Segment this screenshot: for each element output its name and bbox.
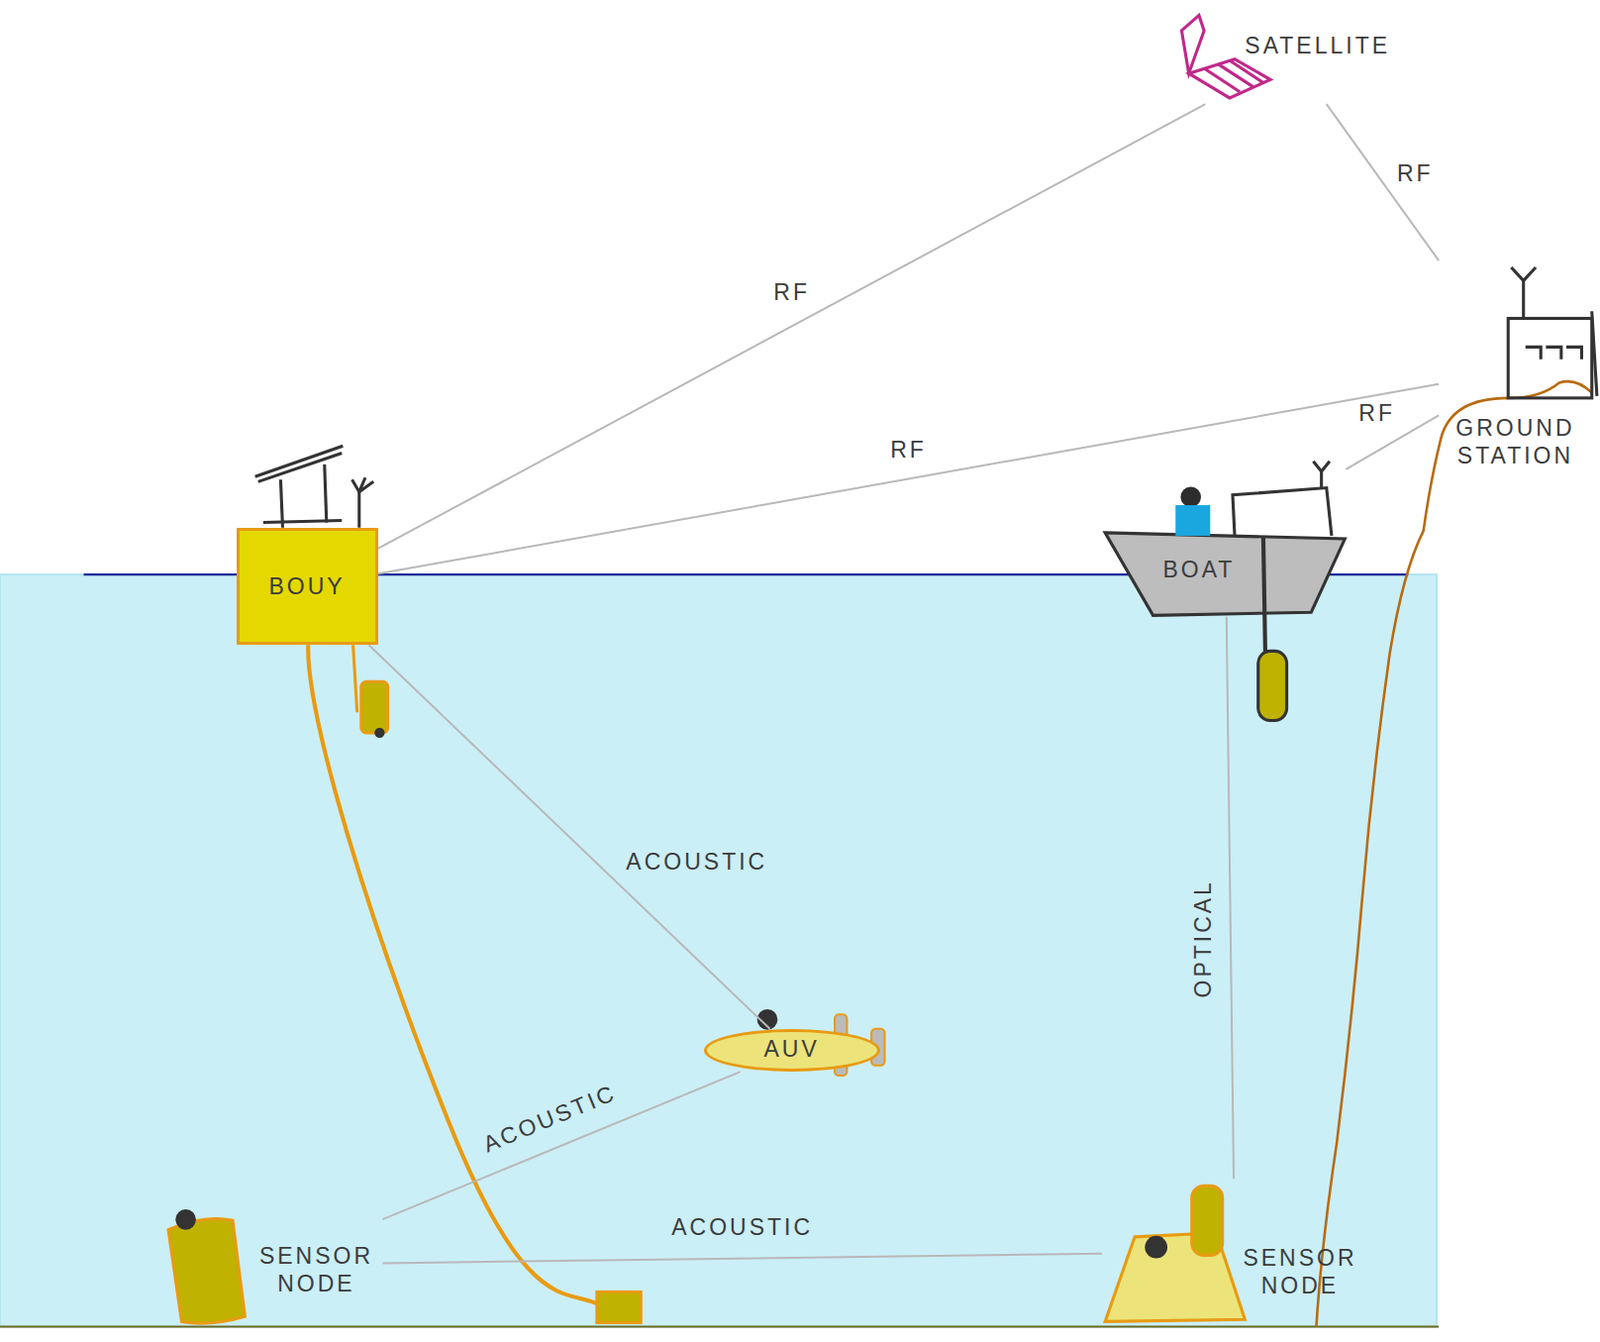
buoy-structure-part [263, 520, 342, 523]
buoy-mooring-part [307, 644, 602, 1306]
buoy-mooring-part [374, 727, 385, 738]
node-label: BOUY [239, 573, 375, 601]
ground-station-building-part [1592, 310, 1598, 397]
auv-ellipse: AUV [703, 1028, 881, 1072]
buoy-mooring-part [353, 644, 358, 712]
boat-illustration-part [1175, 504, 1210, 536]
water [0, 574, 1439, 1326]
cliff [1315, 381, 1592, 1326]
satellite-icon-part [1181, 14, 1204, 74]
link-line [382, 1253, 1102, 1264]
boat-node: BOAT [1104, 461, 1346, 617]
buoy-structure-part [357, 492, 361, 528]
node-label: BOAT [1142, 556, 1255, 585]
link-label: RF [1354, 400, 1400, 428]
boat-illustration-part [1312, 461, 1329, 472]
satellite-icon-part [1218, 64, 1254, 88]
node-label: AUV [706, 1035, 877, 1064]
node-label: SENSOR NODE [255, 1242, 379, 1298]
sensor-node-illustration-part [1104, 1232, 1245, 1322]
link-label: ACOUSTIC [621, 848, 772, 877]
node-label: SATELLITE [1244, 32, 1413, 61]
link-line [369, 644, 771, 1029]
link-label: RF [886, 436, 931, 465]
buoy-mooring-part [361, 681, 389, 733]
ground-station-building-part [1510, 267, 1536, 281]
buoy-mooring-part [597, 1292, 641, 1323]
ground-station-building-part [1507, 317, 1593, 398]
ground-station-node: GROUND STATION [1438, 260, 1597, 481]
link-line [382, 1071, 740, 1219]
boat-illustration-part [1258, 650, 1288, 720]
buoy-structure [255, 445, 375, 527]
link-label: RF [769, 279, 814, 307]
buoy-structure-part [280, 479, 283, 527]
satellite-icon-part [1203, 68, 1240, 93]
sensor-node: SENSOR NODE [1101, 1178, 1368, 1324]
ground-station-building-part [1521, 279, 1525, 318]
link-line [378, 384, 1439, 575]
node-label: SENSOR NODE [1237, 1244, 1363, 1300]
buoy-structure-part [324, 464, 327, 523]
water-part [0, 574, 1437, 1326]
sensor-node-illustration-part [175, 1208, 197, 1230]
satellite-icon-part [1189, 59, 1271, 99]
sensor-node-illustration [168, 1185, 1245, 1323]
link-label: ACOUSTIC [667, 1213, 817, 1242]
boat-illustration-part [1180, 487, 1201, 508]
sensor-node: SENSOR NODE [163, 1203, 384, 1325]
boat-illustration-part [1104, 532, 1345, 615]
ground-station-building-part [1525, 346, 1583, 359]
ground-station-building [1507, 267, 1598, 399]
buoy-structure-part [258, 453, 343, 483]
sensor-node-illustration-part [168, 1218, 245, 1323]
satellite-node: SATELLITE [1168, 9, 1417, 104]
cliff-part [1315, 381, 1592, 1326]
boat-illustration [1104, 461, 1345, 721]
sensor-node-illustration-part [1192, 1185, 1223, 1255]
water-part [0, 1325, 1439, 1328]
satellite-icon-part [1230, 61, 1264, 84]
link-label: OPTICAL [1190, 875, 1218, 1001]
buoy-box: BOUY [236, 527, 379, 646]
node-label: GROUND STATION [1438, 414, 1593, 470]
sensor-node-illustration-part [1144, 1235, 1168, 1259]
buoy-structure-part [255, 445, 344, 477]
link-line [1326, 103, 1439, 261]
boat-illustration-part [1263, 535, 1266, 653]
link-label: RF [1393, 160, 1438, 189]
boat-illustration-part [1232, 488, 1332, 536]
buoy-structure-part [352, 477, 375, 492]
link-line [378, 103, 1205, 549]
link-line [1226, 615, 1234, 1179]
